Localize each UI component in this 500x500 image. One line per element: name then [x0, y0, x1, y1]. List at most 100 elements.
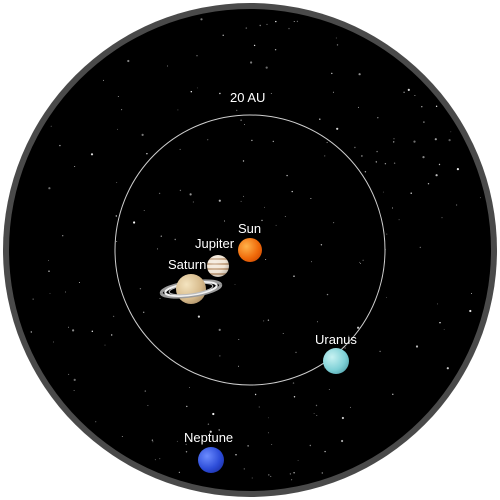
star — [242, 160, 245, 162]
sun-icon[interactable] — [238, 238, 262, 262]
star — [68, 373, 70, 375]
star — [288, 27, 290, 30]
star — [240, 119, 242, 121]
star — [421, 106, 423, 108]
star — [48, 187, 51, 190]
star — [32, 298, 34, 300]
star — [59, 144, 61, 147]
star — [376, 150, 378, 153]
star — [448, 139, 451, 142]
star — [267, 319, 270, 321]
star — [245, 27, 247, 29]
star — [62, 235, 64, 237]
star — [47, 260, 49, 261]
star — [160, 235, 162, 237]
star — [384, 163, 387, 165]
star — [268, 474, 270, 476]
star — [336, 44, 339, 46]
star — [297, 459, 299, 461]
star — [332, 91, 334, 93]
star — [435, 174, 438, 177]
uranus-label: Uranus — [315, 332, 357, 347]
star — [154, 459, 156, 461]
star — [144, 390, 146, 392]
star — [200, 18, 203, 21]
star — [192, 201, 194, 203]
star — [349, 406, 351, 408]
neptune-icon[interactable] — [198, 447, 224, 473]
star — [393, 141, 395, 143]
star — [234, 284, 236, 286]
sky-view[interactable]: 20 AU Sun Jupiter Saturn Uranus Neptune — [9, 9, 491, 491]
star — [73, 378, 76, 381]
star — [50, 125, 52, 127]
star — [358, 73, 361, 76]
star — [177, 109, 179, 111]
star — [117, 128, 118, 130]
star — [49, 293, 51, 295]
star — [336, 127, 339, 130]
star — [179, 148, 181, 150]
saturn-icon[interactable] — [176, 274, 206, 304]
star — [289, 473, 292, 475]
star — [72, 329, 75, 332]
star — [479, 197, 481, 199]
star — [133, 221, 136, 224]
jupiter-icon[interactable] — [207, 255, 229, 277]
star — [313, 413, 315, 414]
star — [186, 405, 188, 408]
star — [272, 140, 274, 143]
star — [328, 389, 330, 390]
star — [270, 93, 272, 95]
star — [73, 390, 75, 391]
star — [326, 293, 329, 296]
star — [270, 475, 272, 477]
star — [320, 244, 323, 246]
star — [348, 335, 350, 337]
star — [271, 443, 273, 445]
star — [344, 347, 346, 349]
star — [403, 91, 405, 94]
star — [427, 183, 430, 185]
star — [104, 344, 106, 346]
star — [386, 296, 387, 298]
star — [254, 393, 257, 396]
star — [159, 298, 161, 299]
star — [240, 200, 242, 202]
star — [293, 396, 296, 398]
star — [196, 87, 198, 89]
star — [419, 246, 421, 249]
star — [116, 181, 118, 183]
star — [275, 224, 277, 226]
star — [316, 415, 318, 416]
star — [293, 21, 295, 22]
star — [261, 219, 263, 222]
saturn-label: Saturn — [168, 257, 207, 272]
star — [393, 138, 395, 140]
star — [147, 404, 149, 406]
star — [398, 219, 400, 221]
star — [441, 217, 443, 219]
star — [392, 393, 394, 395]
star — [293, 275, 295, 277]
star — [251, 477, 253, 479]
star — [235, 454, 237, 456]
star — [179, 189, 182, 192]
star — [286, 174, 288, 177]
star — [65, 291, 67, 293]
uranus-icon[interactable] — [323, 348, 349, 374]
star — [218, 199, 221, 202]
star — [117, 95, 119, 97]
star — [456, 168, 459, 171]
star — [258, 406, 260, 408]
star — [196, 55, 198, 57]
star — [296, 20, 299, 23]
star — [359, 261, 361, 263]
star — [102, 79, 104, 81]
star — [311, 261, 313, 263]
star — [259, 24, 261, 27]
star — [159, 458, 161, 460]
star — [423, 121, 425, 123]
star — [382, 191, 384, 193]
star — [413, 140, 416, 143]
